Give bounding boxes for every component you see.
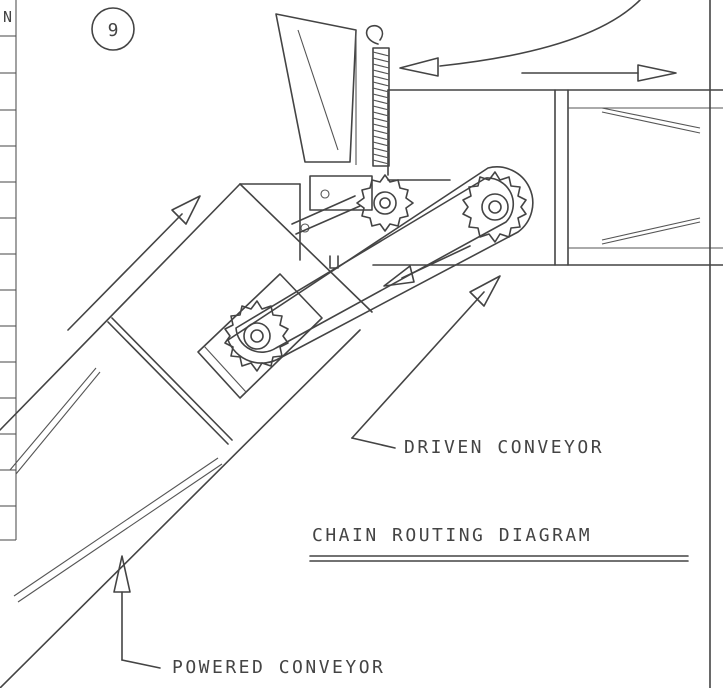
- item-number: 9: [108, 20, 119, 41]
- diagram-title: CHAIN ROUTING DIAGRAM: [312, 525, 592, 546]
- parts-table: N: [0, 0, 17, 541]
- powered-direction-arrow: [67, 195, 201, 331]
- powered-conveyor-label: POWERED CONVEYOR: [172, 657, 385, 678]
- driven-conveyor-leader: [351, 275, 501, 449]
- hopper-guard: [275, 13, 357, 165]
- curved-arrow: [399, 0, 641, 77]
- drive-chain: [227, 166, 534, 364]
- powered-conveyor-frame: [0, 183, 373, 688]
- table-header-char: N: [3, 8, 12, 26]
- driven-conveyor-frame: [372, 0, 723, 688]
- powered-conveyor-leader: [113, 555, 161, 669]
- driven-conveyor-label: DRIVEN CONVEYOR: [404, 437, 604, 458]
- driven-sprocket: [462, 171, 527, 243]
- mounting-bracket: [291, 175, 373, 269]
- chain-direction-arrow: [383, 245, 471, 287]
- idler-sprocket: [356, 174, 414, 232]
- item-balloon: 9: [91, 7, 135, 51]
- drive-sprocket: [224, 300, 289, 372]
- tension-spring: [365, 24, 390, 167]
- gear-motor: [197, 273, 323, 399]
- right-arrow: [521, 64, 677, 82]
